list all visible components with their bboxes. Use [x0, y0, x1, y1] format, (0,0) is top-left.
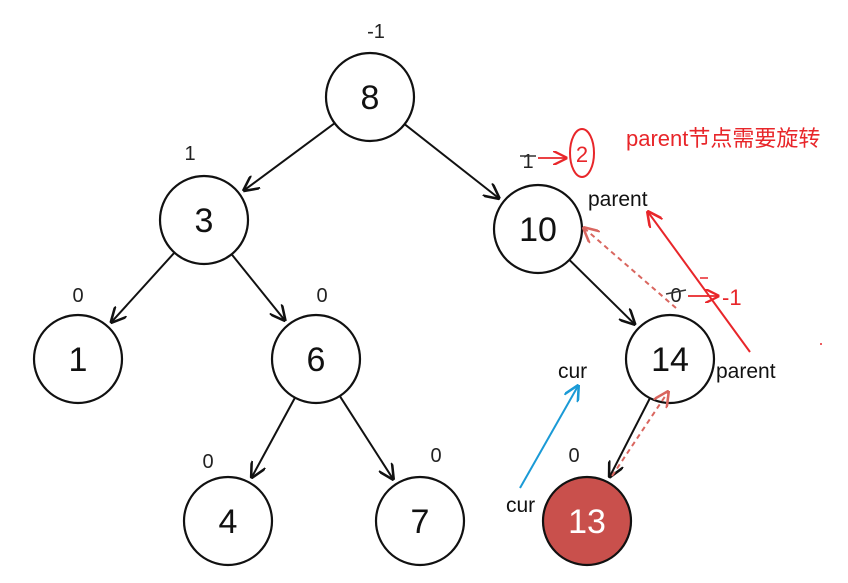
node-value: 6 — [307, 341, 326, 379]
backtrack-arrow-14-10 — [584, 228, 677, 309]
edge-n14-n13 — [610, 395, 652, 476]
node-10: 10 1 — [492, 151, 584, 275]
balance-factor: 1 — [184, 143, 195, 165]
edge-n8-n3 — [244, 121, 337, 190]
edge-n3-n1 — [112, 250, 177, 322]
edge-n6-n4 — [252, 395, 297, 477]
label-cur-top: cur — [558, 360, 587, 383]
node-circle — [541, 475, 633, 567]
bf-14-new: -1 — [722, 285, 742, 310]
node-value: 4 — [219, 503, 238, 541]
balance-factor: 0 — [670, 285, 681, 307]
node-13: 13 0 — [541, 445, 633, 567]
node-7: 70 — [374, 445, 466, 567]
label-parent-right: parent — [716, 360, 776, 383]
node-value: 7 — [411, 503, 430, 541]
edge-n6-n7 — [337, 393, 393, 479]
node-circle — [324, 51, 416, 143]
node-4: 40 — [182, 451, 274, 567]
node-circle — [374, 475, 466, 567]
parent-move-arrow — [648, 212, 751, 353]
bf-10-new-circle — [569, 128, 595, 178]
node-value: 13 — [568, 503, 606, 541]
node-value: 10 — [519, 211, 557, 249]
balance-factor: 0 — [72, 285, 83, 307]
bf-10-new: 2 — [576, 142, 588, 167]
backtrack-arrow-13-14 — [611, 392, 668, 477]
edge-n8-n10 — [402, 122, 499, 198]
balance-factor: 0 — [202, 451, 213, 473]
node-value: 1 — [69, 341, 88, 379]
cur-move-arrow — [519, 386, 578, 489]
node-circle — [270, 313, 362, 405]
edge-n10-n14 — [567, 257, 634, 323]
node-1: 10 — [32, 285, 124, 405]
node-circle — [32, 313, 124, 405]
balance-factor: 0 — [568, 445, 579, 467]
bf-14-strike — [665, 289, 687, 295]
node-value: 8 — [361, 79, 380, 117]
balance-factor: -1 — [367, 21, 385, 43]
balance-factor: 1 — [522, 151, 533, 173]
balance-factor: 0 — [316, 285, 327, 307]
edges-layer — [112, 121, 652, 479]
node-value: 3 — [195, 202, 214, 240]
node-6: 60 — [270, 285, 362, 405]
node-circle — [182, 475, 274, 567]
label-parent-top: parent — [588, 188, 648, 211]
node-8: 8 -1 — [324, 21, 416, 143]
node-14: 14 0 — [624, 285, 716, 405]
node-circle — [158, 174, 250, 266]
node-3: 31 — [158, 143, 250, 266]
node-value: 14 — [651, 341, 689, 379]
edge-n3-n6 — [229, 252, 284, 320]
balance-factor: 0 — [430, 445, 441, 467]
rotation-note: parent节点需要旋转 — [626, 126, 820, 151]
label-cur-left: cur — [506, 494, 535, 517]
